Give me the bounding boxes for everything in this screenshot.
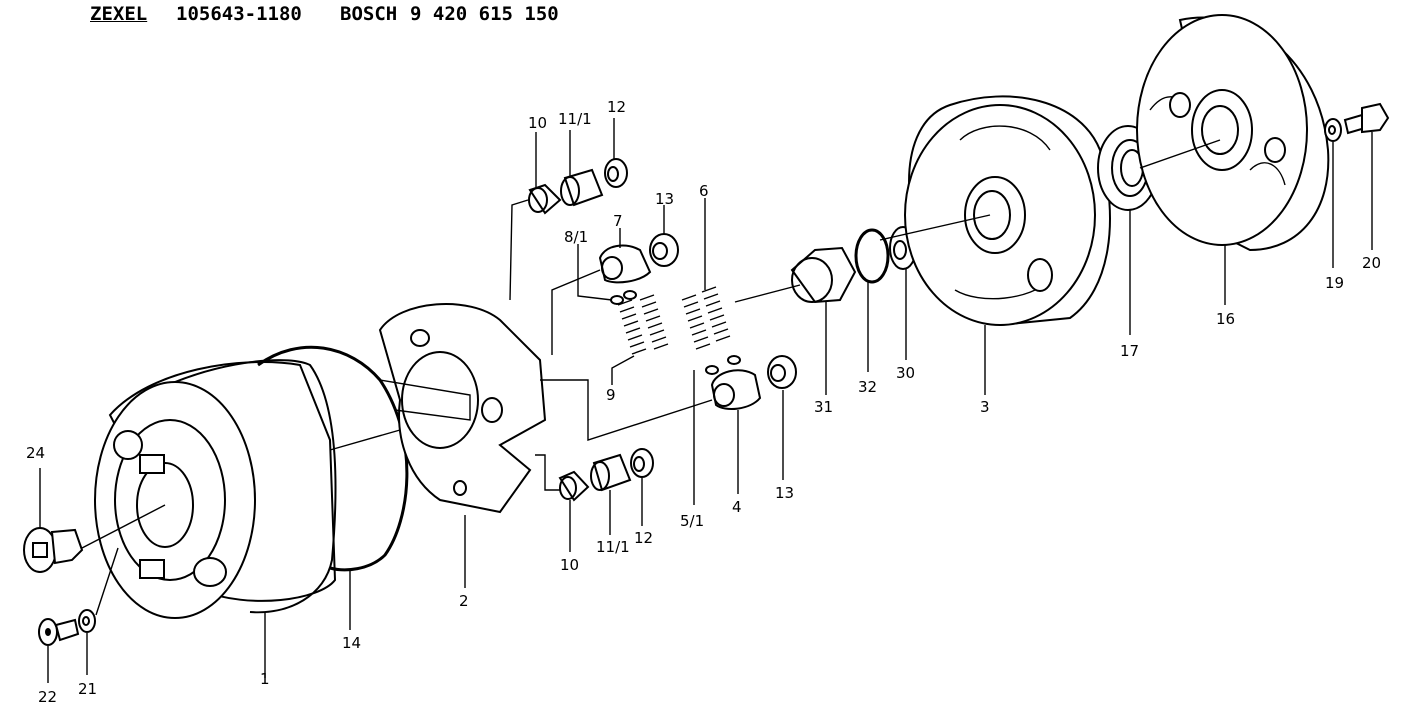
label-20: 20	[1362, 254, 1381, 272]
label-12-top: 12	[607, 98, 626, 116]
part-3-drum	[904, 95, 1111, 327]
part-5-1-shims	[705, 355, 741, 375]
label-16: 16	[1216, 310, 1235, 328]
label-2: 2	[459, 592, 469, 610]
part-6-springs	[681, 286, 731, 350]
part-13-washer-bottom	[767, 355, 797, 389]
part-20-screw	[1343, 102, 1390, 135]
label-1: 1	[260, 670, 270, 688]
label-31: 31	[814, 398, 833, 416]
part-7-spring-seat	[598, 244, 652, 284]
part-24-plug	[23, 527, 84, 573]
part-8-1-shims	[610, 290, 637, 305]
label-14: 14	[342, 634, 361, 652]
label-4: 4	[732, 498, 742, 516]
part-10-bushing-bottom	[558, 470, 590, 502]
label-10-top: 10	[528, 114, 547, 132]
label-24: 24	[26, 444, 45, 462]
part-31-bolt	[790, 246, 857, 304]
label-22: 22	[38, 688, 57, 706]
label-10-bottom: 10	[560, 556, 579, 574]
label-19: 19	[1325, 274, 1344, 292]
header-brand-bosch: BOSCH	[340, 3, 398, 25]
label-21: 21	[78, 680, 97, 698]
header-brand-zexel: ZEXEL	[90, 3, 148, 25]
part-4-spring-seat	[710, 369, 762, 411]
label-13-bottom: 13	[775, 484, 794, 502]
label-7: 7	[613, 212, 623, 230]
label-17: 17	[1120, 342, 1139, 360]
part-11-1-sleeve-bottom	[590, 453, 632, 492]
part-21-washer	[78, 609, 96, 633]
leader-lines	[39, 118, 1373, 683]
label-32: 32	[858, 378, 877, 396]
label-8-1: 8/1	[564, 228, 588, 246]
label-12-bottom: 12	[634, 529, 653, 547]
part-2-hub	[378, 303, 547, 514]
part-10-bushing-top	[528, 183, 562, 215]
part-12-ring-bottom	[630, 448, 654, 478]
part-32-o-ring	[854, 228, 890, 284]
label-5-1: 5/1	[680, 512, 704, 530]
part-1-housing	[94, 359, 337, 619]
part-12-ring-top	[604, 158, 628, 188]
label-9: 9	[606, 386, 616, 404]
part-13-washer-top	[649, 233, 679, 267]
label-11-1-bottom: 11/1	[596, 538, 630, 556]
label-30: 30	[896, 364, 915, 382]
label-3: 3	[980, 398, 990, 416]
part-16-flange	[1136, 14, 1330, 252]
part-9-springs	[617, 294, 669, 355]
part-22-screw	[38, 618, 80, 646]
label-13-top: 13	[655, 190, 674, 208]
part-11-1-sleeve-top	[560, 168, 604, 207]
label-11-1-top: 11/1	[558, 110, 592, 128]
part-labels: 10 11/1 12 13 7 8/1 6 9 5/1 4 13 10 11/1…	[26, 98, 1381, 706]
part-19-washer	[1324, 118, 1342, 142]
header-part-number-zexel: 105643-1180	[176, 3, 302, 25]
label-6: 6	[699, 182, 709, 200]
assembly-lines	[81, 139, 1221, 616]
header-part-number-bosch: 9 420 615 150	[410, 3, 559, 25]
